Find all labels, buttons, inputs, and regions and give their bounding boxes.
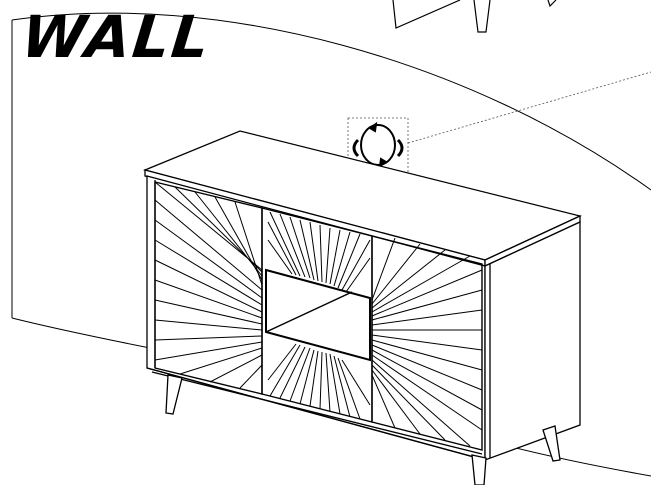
wall-upper-edge: [11, 12, 651, 191]
wall-anchor-fitting-icon: [352, 121, 404, 169]
door-right: [371, 235, 483, 451]
wall-lower-edge: [11, 317, 151, 349]
leg-back-right: [542, 425, 561, 462]
door-center: [261, 207, 373, 423]
inset-top-fragment: [392, 0, 557, 33]
leader-line: [347, 71, 651, 174]
leg-front-right: [471, 454, 487, 485]
center-cutout: [265, 268, 371, 362]
legs: [165, 374, 561, 485]
leg-front-left: [165, 374, 183, 415]
side-face: [484, 220, 581, 461]
door-left: [154, 181, 263, 395]
rotation-arrows-icon: [473, 0, 491, 33]
